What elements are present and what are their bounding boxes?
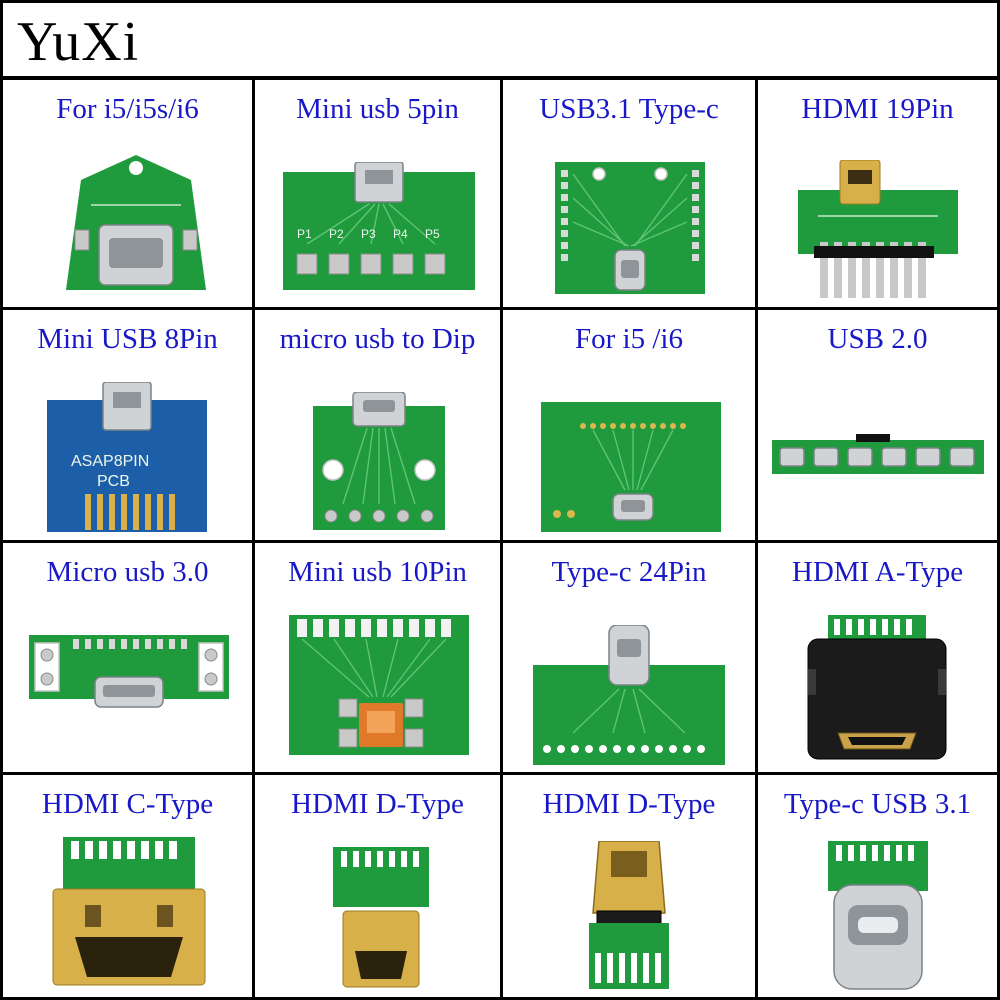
- product-label: HDMI D-Type: [542, 788, 716, 820]
- adapter-board-image: [533, 625, 725, 765]
- adapter-board-image: [555, 162, 705, 294]
- brand-header: YuXi: [3, 3, 997, 80]
- product-label: USB 2.0: [827, 323, 928, 355]
- pin-label-p3: P3: [361, 227, 376, 241]
- product-label: micro usb to Dip: [279, 323, 476, 355]
- product-cell-type-c-24pin: Type-c 24Pin: [503, 543, 758, 775]
- adapter-board-image: [52, 837, 206, 986]
- board-silk-pcb: PCB: [97, 473, 130, 490]
- adapter-board-image: [333, 847, 429, 988]
- adapter-board-image: [798, 160, 958, 298]
- product-cell-type-c-usb-31: Type-c USB 3.1: [758, 775, 997, 997]
- pin-label-p1: P1: [297, 227, 312, 241]
- product-cell-hdmi-c-type: HDMI C-Type: [3, 775, 255, 997]
- product-cell-usb-20: USB 2.0: [758, 310, 997, 543]
- product-label: HDMI C-Type: [41, 788, 214, 820]
- product-label: Mini USB 8Pin: [37, 323, 218, 355]
- product-cell-hdmi-19pin: HDMI 19Pin: [758, 80, 997, 310]
- product-cell-hdmi-d-type-2: HDMI D-Type: [503, 775, 758, 997]
- product-label: Type-c USB 3.1: [783, 788, 972, 820]
- adapter-board-image: [541, 402, 721, 532]
- product-cell-hdmi-a-type: HDMI A-Type: [758, 543, 997, 775]
- product-label: USB3.1 Type-c: [539, 93, 719, 125]
- product-label: Mini usb 5pin: [296, 93, 459, 125]
- product-cell-usb31-type-c: USB3.1 Type-c: [503, 80, 758, 310]
- pin-label-p5: P5: [425, 227, 440, 241]
- product-cell-i5-i6: For i5 /i6: [503, 310, 758, 543]
- adapter-board-image: [772, 434, 984, 474]
- adapter-board-image: [66, 155, 206, 290]
- product-cell-i5-i5s-i6: For i5/i5s/i6: [3, 80, 255, 310]
- product-grid: For i5/i5s/i6 Mini usb 5pin: [3, 80, 997, 997]
- brand-title: YuXi: [17, 11, 140, 73]
- adapter-board-image: [807, 615, 947, 760]
- adapter-board-image: [29, 635, 229, 708]
- product-cell-micro-usb-to-dip: micro usb to Dip: [255, 310, 503, 543]
- product-label: Mini usb 10Pin: [288, 556, 467, 588]
- product-label: Type-c 24Pin: [551, 556, 707, 588]
- pin-label-p2: P2: [329, 227, 344, 241]
- product-label: HDMI 19Pin: [801, 93, 954, 125]
- product-cell-mini-usb-8pin: Mini USB 8Pin ASAP8PIN PCB: [3, 310, 255, 543]
- adapter-board-image: ASAP8PIN PCB: [47, 382, 207, 532]
- product-label: For i5 /i6: [575, 323, 683, 355]
- product-cell-hdmi-d-type-1: HDMI D-Type: [255, 775, 503, 997]
- adapter-board-image: [828, 841, 928, 990]
- product-label: For i5/i5s/i6: [56, 93, 199, 125]
- adapter-board-image: [289, 615, 469, 755]
- adapter-board-image: [589, 841, 669, 989]
- adapter-board-image: [313, 392, 445, 530]
- product-cell-micro-usb-30: Micro usb 3.0: [3, 543, 255, 775]
- adapter-board-image: P1 P2 P3 P4 P5: [283, 162, 475, 290]
- pin-label-p4: P4: [393, 227, 408, 241]
- product-cell-mini-usb-10pin: Mini usb 10Pin: [255, 543, 503, 775]
- product-label: HDMI D-Type: [291, 788, 464, 820]
- product-label: Micro usb 3.0: [46, 556, 209, 588]
- board-silk-part: ASAP8PIN: [71, 453, 149, 470]
- product-label: HDMI A-Type: [791, 556, 964, 588]
- product-cell-mini-usb-5pin: Mini usb 5pin P1 P2 P3 P4 P5: [255, 80, 503, 310]
